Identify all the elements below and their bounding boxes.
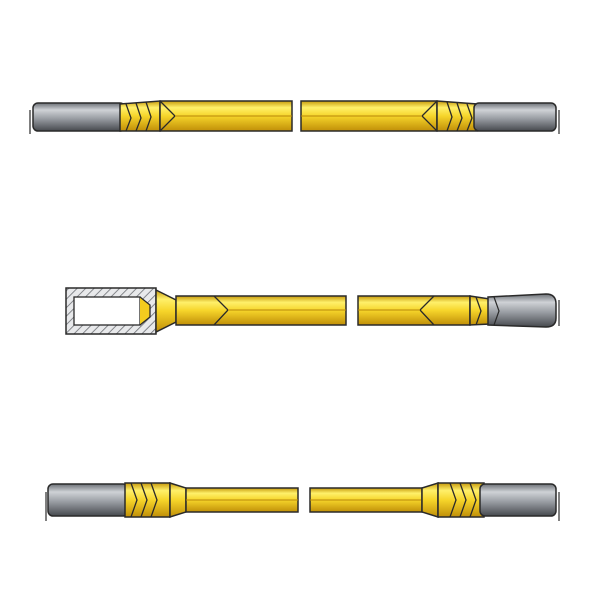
rod2-left-taper <box>155 288 177 334</box>
rod1-left-shank <box>32 102 126 132</box>
rod2-right-thread <box>469 295 491 326</box>
rod3-right-waist <box>421 481 439 519</box>
rod2-sleeve-bore <box>73 296 141 326</box>
rod3-right-thread <box>437 482 485 518</box>
drill-rod-1 <box>29 100 560 134</box>
drill-rod-3 <box>45 481 560 521</box>
rod3-left-waist <box>169 481 187 519</box>
rod3-right-shank <box>479 483 557 517</box>
drill-rod-2 <box>65 287 560 335</box>
rod1-right-shank <box>473 102 557 132</box>
rod2-right-shank <box>487 293 557 328</box>
rod3-left-shank <box>47 483 129 517</box>
